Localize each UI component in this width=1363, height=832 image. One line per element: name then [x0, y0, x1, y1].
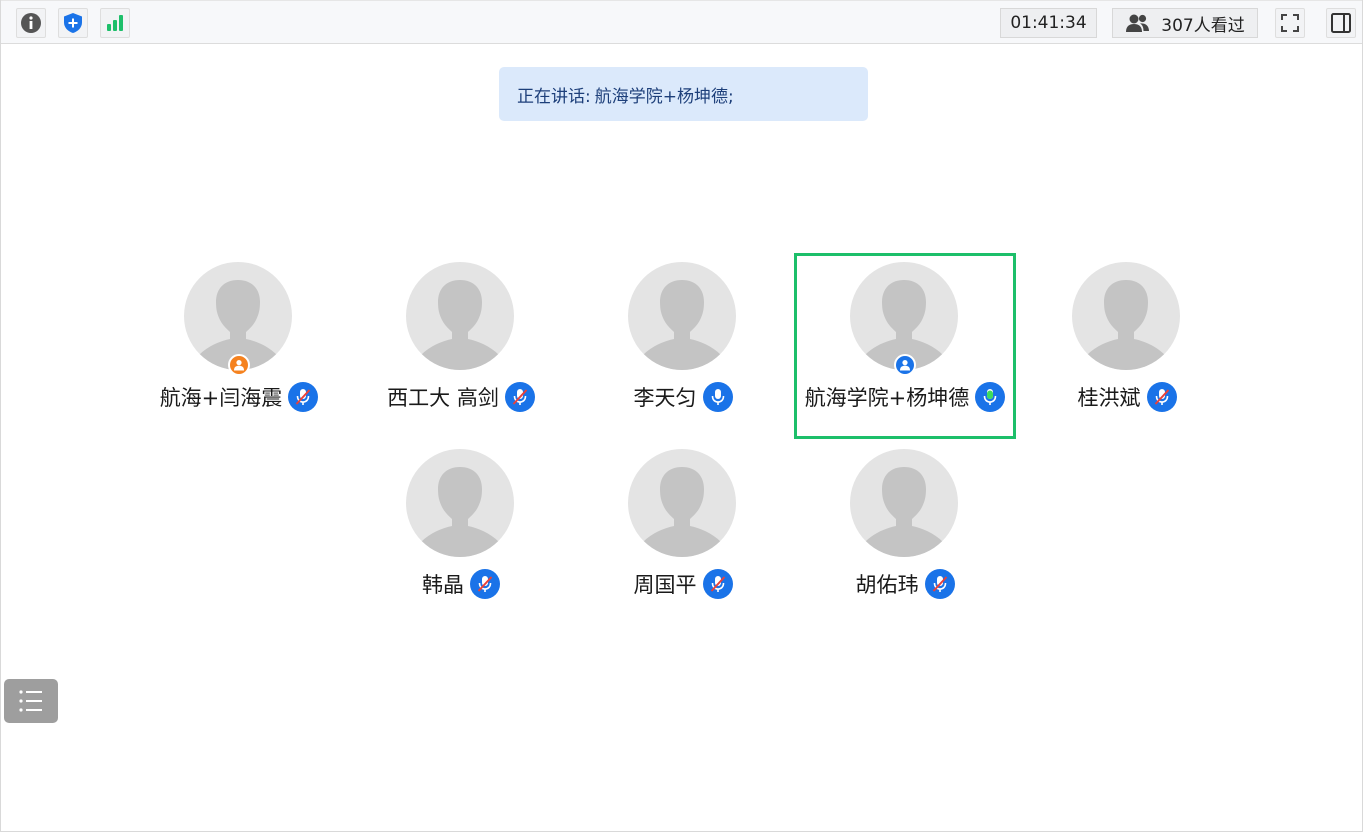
fullscreen-button[interactable]	[1275, 8, 1305, 38]
mic-button[interactable]	[504, 382, 535, 412]
side-panel-button[interactable]	[1326, 8, 1356, 38]
top-toolbar: 01:41:34 307人看过	[1, 0, 1362, 44]
shield-plus-icon	[64, 13, 82, 33]
participant-name: 西工大 高剑	[387, 386, 499, 410]
people-icon	[1126, 14, 1150, 32]
mic-on-icon	[711, 389, 724, 405]
mic-button[interactable]	[924, 569, 955, 599]
participant-tile[interactable]: 西工大 高剑	[350, 253, 572, 439]
participant-name-row: 李天匀	[572, 381, 794, 413]
info-button[interactable]	[16, 8, 46, 38]
participant-name-row: 周国平	[572, 568, 794, 600]
default-avatar-icon	[865, 467, 943, 557]
avatar	[628, 449, 736, 557]
participant-name-row: 桂洪斌	[1016, 381, 1238, 413]
participant-tile[interactable]: 李天匀	[572, 253, 794, 439]
participant-name: 桂洪斌	[1077, 386, 1141, 410]
participant-name-row: 韩晶	[350, 568, 572, 600]
avatar	[406, 449, 514, 557]
speaking-label: 正在讲话:	[517, 86, 591, 107]
default-avatar-icon	[199, 280, 277, 370]
participant-tile[interactable]: 胡佑玮	[794, 440, 1016, 626]
network-status-button[interactable]	[100, 8, 130, 38]
participant-name-row: 胡佑玮	[794, 568, 1016, 600]
participant-tile[interactable]: 周国平	[572, 440, 794, 626]
participant-name: 李天匀	[633, 386, 697, 410]
meeting-timer: 01:41:34	[1000, 8, 1097, 38]
timer-text: 01:41:34	[1010, 13, 1087, 33]
mic-muted-icon	[512, 389, 528, 405]
signal-bars-icon	[107, 15, 123, 31]
participant-tile[interactable]: 航海+闫海震	[128, 253, 350, 439]
mic-button[interactable]	[470, 569, 500, 599]
mic-button[interactable]	[1146, 382, 1177, 412]
mic-muted-icon	[477, 576, 493, 592]
info-icon	[21, 13, 41, 33]
default-avatar-icon	[421, 280, 499, 370]
participant-name-row: 航海+闫海震	[128, 381, 350, 413]
mic-button[interactable]	[702, 382, 733, 412]
participant-name: 胡佑玮	[855, 573, 919, 597]
list-icon	[19, 690, 42, 712]
default-avatar-icon	[643, 467, 721, 557]
participant-name: 周国平	[633, 573, 697, 597]
default-avatar-icon	[421, 467, 499, 557]
participant-name: 航海学院+杨坤德	[804, 386, 970, 410]
participant-name-row: 航海学院+杨坤德	[797, 381, 1013, 413]
avatar	[850, 262, 958, 370]
viewer-count-button[interactable]: 307人看过	[1112, 8, 1258, 38]
mic-button[interactable]	[288, 382, 319, 412]
participant-tile-active-speaker[interactable]: 航海学院+杨坤德	[794, 253, 1016, 439]
mic-muted-icon	[710, 576, 725, 592]
cohost-badge	[894, 354, 916, 376]
mic-button[interactable]	[702, 569, 733, 599]
mic-muted-icon	[296, 389, 311, 405]
avatar	[628, 262, 736, 370]
avatar	[184, 262, 292, 370]
participant-tile[interactable]: 桂洪斌	[1016, 253, 1238, 439]
participant-list-toggle-button[interactable]	[4, 679, 58, 723]
mic-button[interactable]	[975, 382, 1006, 412]
participant-name-row: 西工大 高剑	[350, 381, 572, 413]
default-avatar-icon	[865, 280, 943, 370]
security-button[interactable]	[58, 8, 88, 38]
mic-speaking-icon	[983, 389, 997, 405]
mic-muted-icon	[932, 576, 947, 592]
cohost-person-icon	[900, 360, 910, 371]
participant-name: 韩晶	[422, 573, 464, 597]
host-person-icon	[234, 360, 244, 371]
speaking-banner: 正在讲话: 航海学院+杨坤德;	[499, 67, 868, 121]
participant-name: 航海+闫海震	[159, 386, 283, 410]
fullscreen-icon	[1281, 14, 1299, 32]
avatar	[406, 262, 514, 370]
speaking-names: 航海学院+杨坤德;	[594, 86, 734, 107]
host-badge	[228, 354, 250, 376]
avatar	[1072, 262, 1180, 370]
side-panel-icon	[1331, 13, 1351, 33]
avatar	[850, 449, 958, 557]
mic-muted-icon	[1154, 389, 1169, 405]
default-avatar-icon	[1087, 280, 1165, 370]
default-avatar-icon	[643, 280, 721, 370]
participant-tile[interactable]: 韩晶	[350, 440, 572, 626]
viewer-count-text: 307人看过	[1161, 15, 1245, 36]
